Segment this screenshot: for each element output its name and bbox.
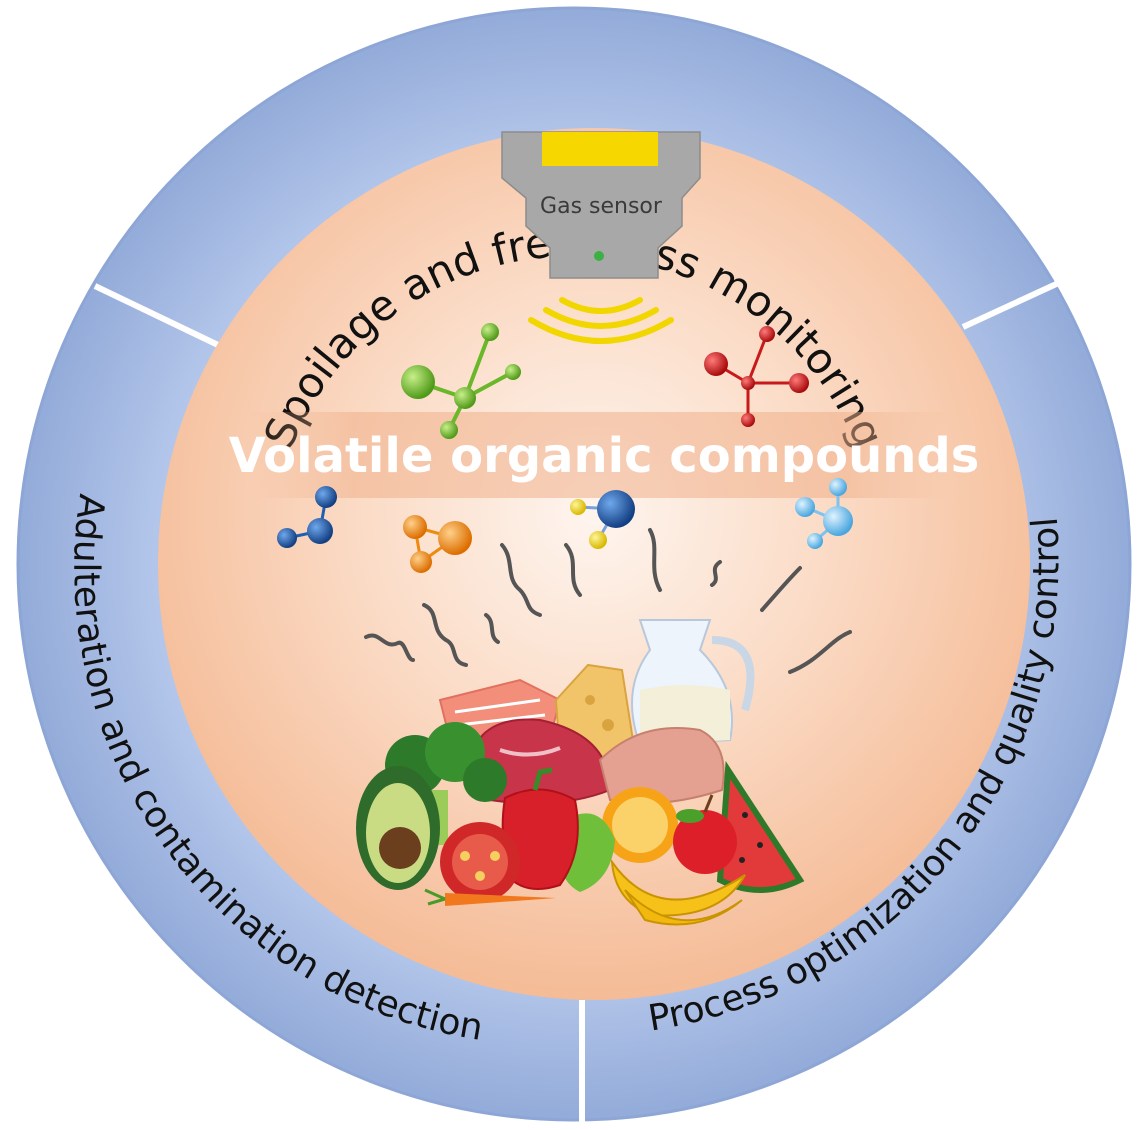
segment-divider <box>961 277 1067 330</box>
molecule-icon <box>403 515 472 573</box>
apple-icon <box>673 810 737 874</box>
sensor-label: Gas sensor <box>540 194 663 219</box>
molecule-icon <box>795 478 853 549</box>
signal-waves-icon <box>528 297 674 344</box>
molecule-icon <box>704 326 809 427</box>
molecule-icon <box>277 486 337 548</box>
odor-lines-icon <box>364 528 852 674</box>
sensor-window <box>542 132 658 166</box>
banana-icon <box>610 858 746 917</box>
molecule-icon <box>401 323 521 439</box>
center-title: Volatile organic compounds <box>229 428 980 484</box>
sensor-led <box>594 251 604 261</box>
segment-divider <box>93 283 220 348</box>
gas-sensor-icon: Gas sensor <box>501 131 701 279</box>
carrot-icon <box>445 893 556 906</box>
food-group-icon <box>356 619 805 926</box>
molecule-icon <box>570 490 635 549</box>
